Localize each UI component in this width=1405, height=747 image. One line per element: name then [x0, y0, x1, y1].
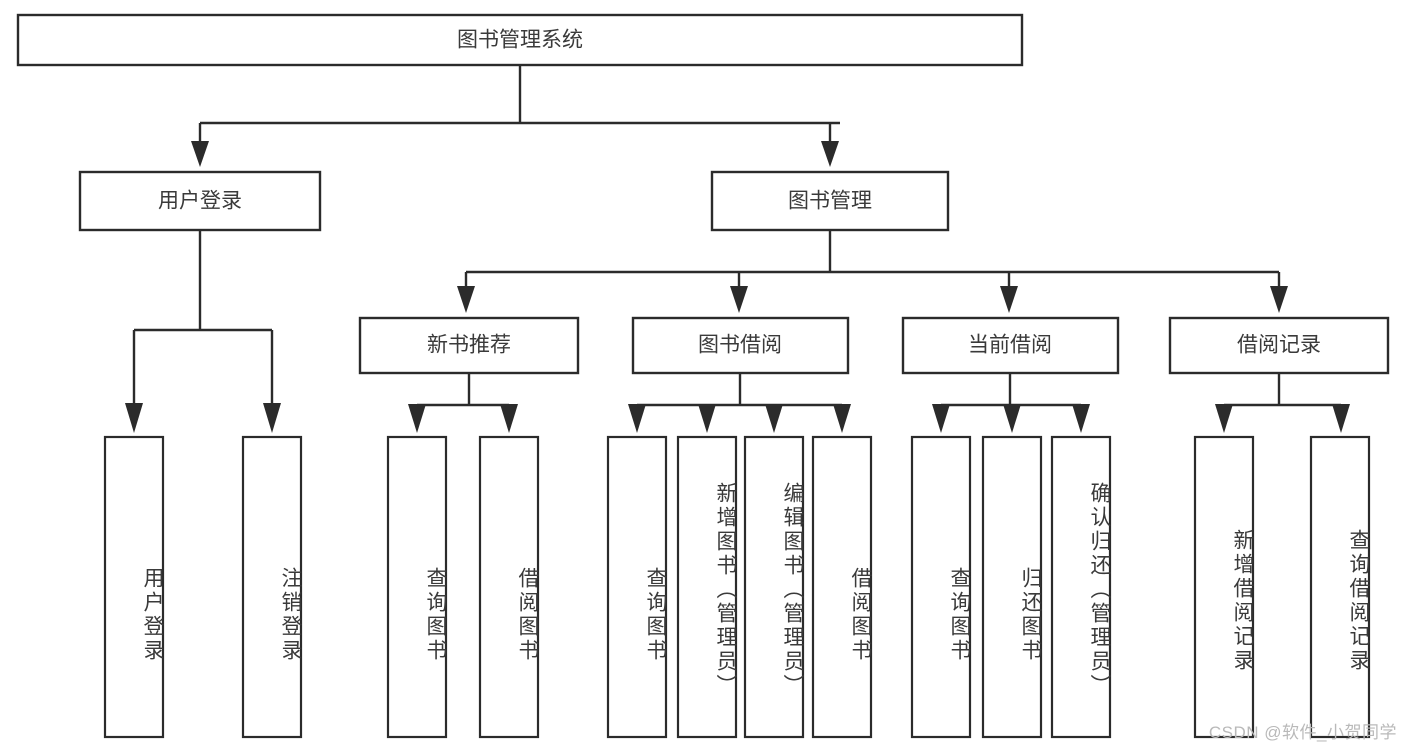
arrow-head-icon	[730, 286, 748, 313]
leaf-box-add-book-admin[interactable]	[676, 435, 738, 739]
leaf-box-add-borrow-record[interactable]	[1193, 435, 1255, 739]
leaf-box-confirm-return-admin[interactable]	[1050, 435, 1112, 739]
node-root-label: 图书管理系统	[457, 29, 583, 52]
node-book-management-label: 图书管理	[788, 190, 872, 213]
node-user-login-box[interactable]	[78, 170, 322, 232]
leaf-box-query-book-2[interactable]	[606, 435, 668, 739]
connector-userlogin-to-leaves	[125, 230, 281, 433]
arrow-head-icon	[1072, 404, 1090, 433]
node-new-book-recommend-box[interactable]	[358, 316, 580, 375]
leaf-box-borrow-book-2[interactable]	[811, 435, 873, 739]
arrow-head-icon	[263, 403, 281, 433]
leaf-box-query-borrow-record[interactable]	[1309, 435, 1371, 739]
node-new-book-recommend-label: 新书推荐	[427, 334, 511, 357]
node-root[interactable]: 图书管理系统	[16, 13, 1024, 67]
connector-root-to-level1	[191, 65, 840, 167]
arrow-head-icon	[457, 286, 475, 313]
arrow-head-icon	[500, 404, 518, 433]
arrow-head-icon	[1003, 404, 1021, 433]
arrow-head-icon	[1000, 286, 1018, 313]
node-user-login-label: 用户登录	[158, 190, 242, 213]
leaf-box-query-book-3[interactable]	[910, 435, 972, 739]
node-book-management[interactable]: 图书管理	[710, 170, 950, 232]
arrow-head-icon	[833, 404, 851, 433]
node-current-borrow-box[interactable]	[901, 316, 1120, 375]
arrow-head-icon	[125, 403, 143, 433]
arrow-head-icon	[765, 404, 783, 433]
arrow-head-icon	[1270, 286, 1288, 313]
connector-bookborrow-to-leaves	[628, 373, 851, 433]
arrow-head-icon	[698, 404, 716, 433]
node-borrow-record-label: 借阅记录	[1237, 334, 1321, 357]
leaf-box-user-login[interactable]	[103, 435, 165, 739]
leaf-box-query-book-1[interactable]	[386, 435, 448, 739]
node-current-borrow-label: 当前借阅	[968, 334, 1052, 357]
arrow-head-icon	[191, 141, 209, 167]
arrow-head-icon	[628, 404, 646, 433]
leaf-box-return-book[interactable]	[981, 435, 1043, 739]
leaf-box-borrow-book-1[interactable]	[478, 435, 540, 739]
node-root-box[interactable]	[16, 13, 1024, 67]
arrow-head-icon	[408, 404, 426, 433]
arrow-head-icon	[821, 141, 839, 167]
leaf-box-edit-book-admin[interactable]	[743, 435, 805, 739]
watermark: CSDN @软件_小贺同学	[1208, 723, 1397, 742]
connector-newbook-to-leaves	[408, 373, 518, 433]
leaf-boxes	[103, 435, 1371, 739]
node-borrow-record[interactable]: 借阅记录	[1168, 316, 1390, 375]
arrow-head-icon	[932, 404, 950, 433]
node-new-book-recommend[interactable]: 新书推荐	[358, 316, 580, 375]
arrow-head-icon	[1215, 404, 1233, 433]
connector-currentborrow-to-leaves	[932, 373, 1090, 433]
connector-bookmgmt-to-level2	[457, 230, 1288, 313]
node-current-borrow[interactable]: 当前借阅	[901, 316, 1120, 375]
node-book-borrow[interactable]: 图书借阅	[631, 316, 850, 375]
node-book-borrow-label: 图书借阅	[698, 334, 782, 357]
arrow-head-icon	[1332, 404, 1350, 433]
leaf-box-logout[interactable]	[241, 435, 303, 739]
node-user-login[interactable]: 用户登录	[78, 170, 322, 232]
connector-borrowrecord-to-leaves	[1215, 373, 1350, 433]
